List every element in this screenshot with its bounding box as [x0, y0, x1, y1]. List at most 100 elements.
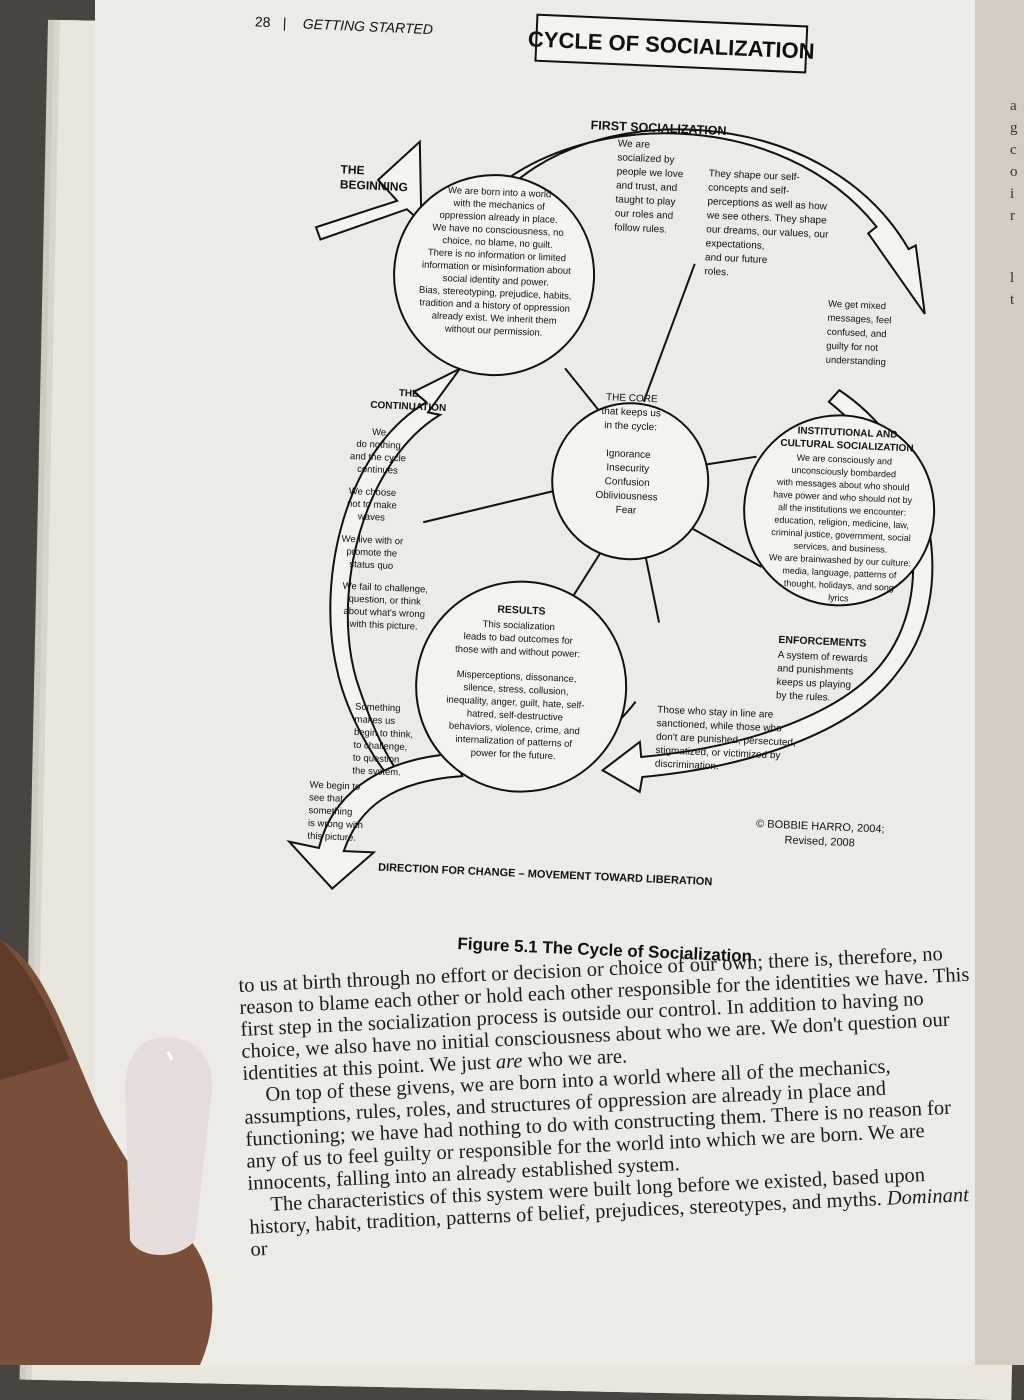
page-number: 28: [255, 13, 271, 30]
beginning-line: social identity and power.: [443, 273, 550, 289]
first-col2-line: They shape our self-: [708, 168, 800, 183]
core-item: Insecurity: [606, 462, 649, 475]
continuation-line: not to make: [347, 498, 397, 511]
continuation-line: We choose: [349, 486, 397, 499]
first-col1-line: people we love: [616, 166, 684, 180]
beginning-line: with the mechanics of: [452, 198, 545, 213]
core-item: Obliviousness: [595, 490, 658, 504]
direction-for-change-arrow: [286, 752, 464, 890]
enforcements-line: by the rules.: [776, 690, 831, 703]
cycle-of-socialization-figure: 28 | GETTING STARTED CYCLE OF SOCIALIZAT…: [255, 13, 936, 966]
continuation-line: do nothing: [356, 439, 401, 452]
facing-page-letter: t: [1010, 292, 1015, 308]
results-line: those with and without power:: [455, 644, 581, 660]
something-line: the system.: [352, 765, 401, 778]
copyright-line: Revised, 2008: [784, 834, 855, 849]
begin-to-see-line: see that: [309, 792, 344, 804]
first-col2-line: concepts and self-: [708, 182, 790, 197]
begin-to-see-line: We begin to: [309, 780, 360, 793]
institutional-line: media, language, patterns of: [782, 565, 897, 580]
beginning-label-line: THE: [340, 162, 365, 177]
messages-line: confused, and: [827, 327, 887, 341]
core-circle: [551, 402, 710, 561]
direction-label: DIRECTION FOR CHANGE – MOVEMENT TOWARD L…: [378, 862, 713, 889]
first-col1-line: We are: [618, 138, 651, 150]
core-item: Confusion: [604, 476, 649, 489]
results-circle: [415, 580, 628, 793]
arrow-enforcements: [600, 388, 934, 794]
facing-page-letter: a: [1010, 98, 1017, 114]
first-col2-line: roles.: [704, 266, 729, 278]
enforcements-line: Those who stay in line are: [657, 705, 774, 721]
facing-page-letter: c: [1010, 142, 1017, 158]
enforcements-line: sanctioned, while those who: [656, 718, 782, 734]
institutional-circle: [743, 414, 936, 607]
facing-page-letter: r: [1010, 208, 1015, 224]
continuation-line: with this picture.: [348, 619, 418, 633]
beginning-line: choice, no blame, no guilt.: [442, 235, 553, 251]
messages-line: understanding: [825, 355, 886, 369]
hand-holding-book: [0, 940, 213, 1365]
continuation-line: We fail to challenge,: [342, 581, 428, 596]
body-text: to us at birth through no effort or deci…: [238, 941, 990, 1261]
beginning-arrow: [314, 139, 423, 241]
begin-to-see-line: this picture.: [307, 831, 356, 844]
continuation-line: status quo: [349, 559, 393, 572]
something-line: to challenge,: [353, 740, 407, 753]
enforcements-heading: ENFORCEMENTS: [778, 634, 867, 650]
results-heading: RESULTS: [497, 604, 546, 618]
beginning-line: already exist. We inherit them: [432, 310, 557, 326]
continuation-line: waves: [357, 511, 386, 523]
first-col2-line: and our future: [705, 252, 768, 266]
continuation-line: and the cycle: [350, 451, 406, 464]
something-line: makes us: [354, 714, 395, 727]
beginning-label-line: BEGINNING: [340, 177, 409, 194]
first-col1-line: follow rules.: [614, 222, 667, 235]
beginning-line: without our permission.: [444, 324, 543, 339]
first-col2-line: perceptions as well as how: [707, 196, 828, 212]
facing-page-letter: i: [1010, 186, 1015, 202]
institutional-heading-line: INSTITUTIONAL AND: [797, 425, 897, 440]
beginning-line: oppression already in place.: [439, 210, 558, 226]
continuation-line: promote the: [346, 546, 397, 559]
something-line: to question: [353, 753, 400, 766]
results-line: leads to bad outcomes for: [463, 631, 573, 647]
continuation-line: We: [372, 427, 387, 439]
copyright-line: © BOBBIE HARRO, 2004;: [756, 818, 885, 836]
continuation-heading-line: THE: [399, 388, 420, 400]
begin-to-see-line: is wrong with: [308, 818, 363, 831]
messages-line: messages, feel: [827, 313, 891, 327]
first-col1-line: taught to play: [615, 194, 675, 208]
results-line: power for the future.: [470, 748, 555, 763]
continuation-heading-line: CONTINUATION: [370, 400, 446, 414]
facing-page-letter: o: [1010, 164, 1018, 180]
institutional-line: unconsciously bombarded: [791, 465, 896, 480]
facing-page-letter: g: [1010, 120, 1018, 136]
something-line: begin to think,: [354, 727, 414, 741]
results-line: internalization of patterns of: [455, 734, 572, 750]
first-col2-line: our dreams, our values, our: [706, 224, 829, 240]
institutional-line: services, and business.: [794, 541, 888, 555]
first-col1-line: and trust, and: [616, 180, 678, 194]
enforcements-line: discrimination.: [655, 759, 719, 773]
core-heading-line: THE CORE: [606, 392, 658, 405]
copyright: © BOBBIE HARRO, 2004;Revised, 2008: [756, 818, 885, 849]
first-col2-line: expectations,: [705, 238, 764, 252]
arrow-first-socialization: [485, 128, 926, 315]
continuation-line: We live with or: [341, 534, 403, 548]
results-line: hatred, self-destructive: [467, 708, 563, 723]
core-heading-line: in the cycle:: [604, 420, 657, 433]
enforcements-line: stigmatized, or victimized by: [655, 745, 780, 761]
messages-line: guilty for not: [826, 341, 879, 354]
results-line: silence, stress, collusion,: [463, 682, 568, 698]
results-line: This socialization: [482, 619, 555, 633]
institutional-line: lyrics: [828, 593, 849, 604]
title-box: [534, 13, 809, 74]
enforcements-line: keeps us playing: [776, 677, 851, 691]
